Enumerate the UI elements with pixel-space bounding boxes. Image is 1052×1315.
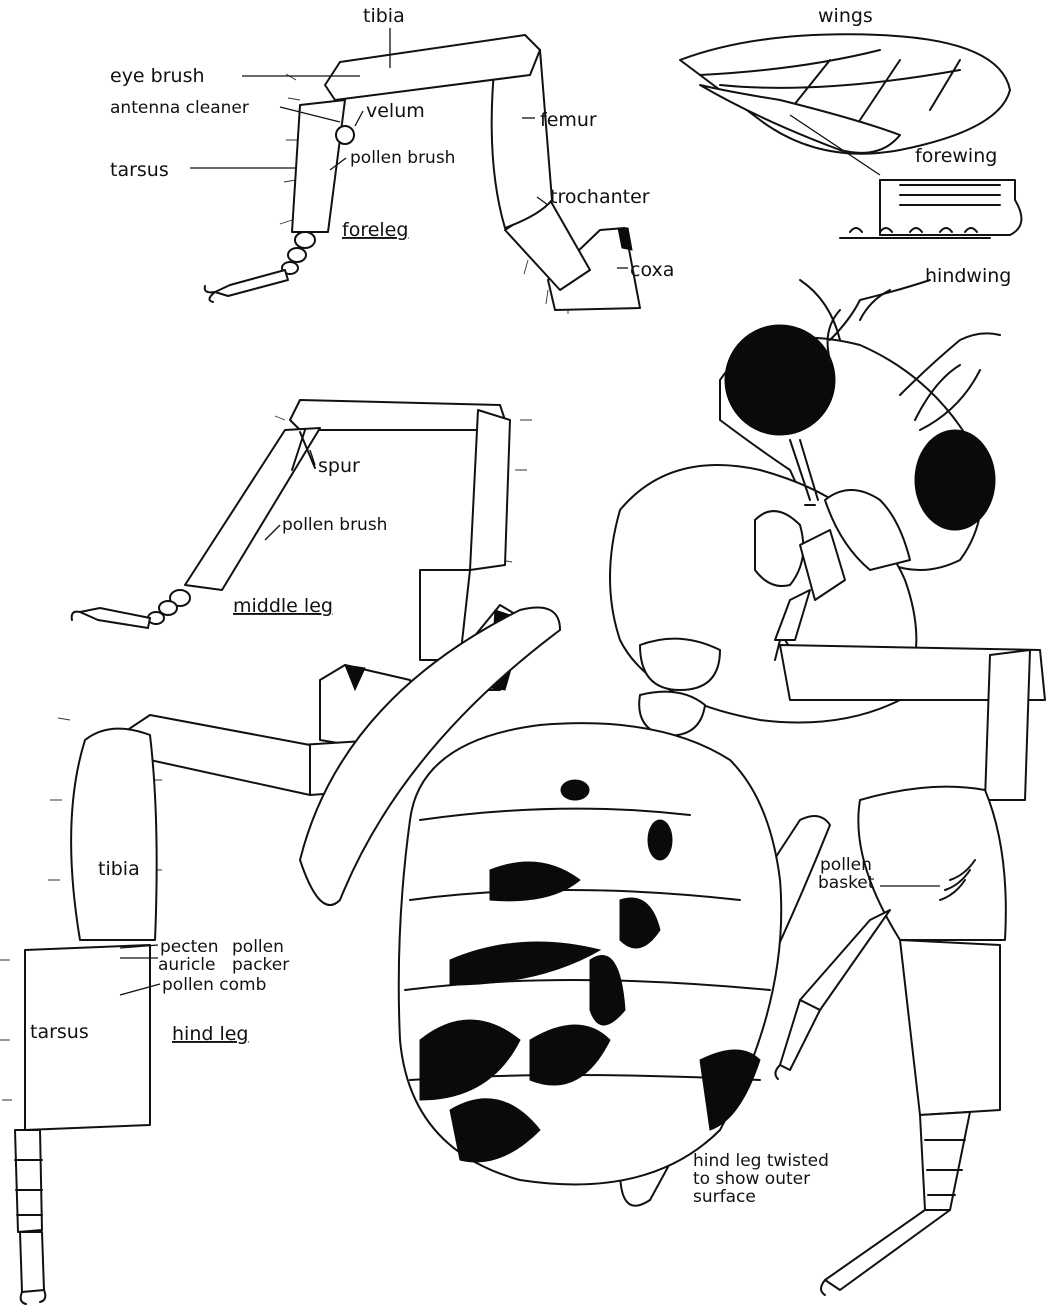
label-spur: spur (318, 455, 360, 477)
right-compound-eye (915, 430, 995, 530)
label-twisted-note-2: to show outer (693, 1169, 810, 1189)
label-pecten: pecten (160, 937, 219, 957)
label-hind-leg-tarsus: tarsus (30, 1021, 89, 1043)
antenna-cleaner-notch (336, 126, 354, 144)
label-foreleg-tarsus: tarsus (110, 159, 169, 181)
label-femur: femur (540, 109, 597, 131)
right-hind-tarsus (900, 940, 1000, 1115)
label-foreleg-title: foreleg (342, 219, 408, 241)
label-foreleg-pollen-brush: pollen brush (350, 148, 455, 168)
foreleg-tarsus (292, 100, 345, 232)
label-wings: wings (818, 5, 873, 27)
label-twisted-note-1: hind leg twisted (693, 1151, 829, 1171)
label-foreleg-tibia: tibia (363, 5, 405, 27)
label-pollen-comb: pollen comb (162, 975, 266, 995)
label-hind-leg-tibia: tibia (98, 858, 140, 880)
label-twisted-note-3: surface (693, 1187, 756, 1207)
bee-body-drawing (300, 280, 1045, 1295)
label-middle-leg-title: middle leg (233, 595, 333, 617)
middle-leg-femur (290, 400, 505, 430)
label-pollen-basket-2: basket (818, 873, 875, 893)
label-coxa: coxa (630, 259, 674, 281)
hind-leg-tibia (71, 729, 157, 940)
label-trochanter: trochanter (550, 186, 650, 208)
left-compound-eye (725, 325, 835, 435)
label-antenna-cleaner: antenna cleaner (110, 98, 249, 118)
middle-leg-tarsus (185, 428, 320, 590)
wings-drawing (680, 34, 1021, 238)
label-forewing: forewing (915, 145, 997, 167)
label-middle-leg-pollen-brush: pollen brush (282, 515, 387, 535)
middle-leg-tibia-upper (470, 410, 510, 570)
foreleg-drawing (205, 35, 640, 314)
label-eye-brush: eye brush (110, 65, 205, 87)
label-pollen-packer-2: packer (232, 955, 289, 975)
label-pollen-packer-1: pollen (232, 937, 284, 957)
label-velum: velum (366, 100, 425, 122)
label-pollen-basket-1: pollen (820, 855, 872, 875)
label-auricle: auricle (158, 955, 215, 975)
label-hind-leg-title: hind leg (172, 1023, 249, 1045)
label-hindwing: hindwing (925, 265, 1011, 287)
